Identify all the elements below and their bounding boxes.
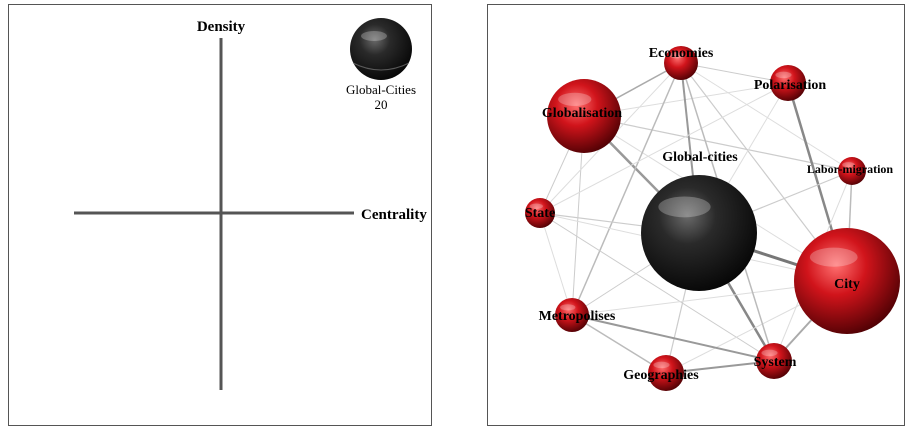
edge-economies-polarisation bbox=[680, 62, 789, 84]
node-label-labor-migration: Labor-migration bbox=[807, 162, 894, 176]
node-city[interactable]: City bbox=[794, 228, 900, 334]
node-sphere-global-cities bbox=[641, 175, 757, 291]
node-sphere-system bbox=[756, 343, 792, 379]
node-sphere-geographies bbox=[648, 355, 684, 391]
node-state[interactable]: State bbox=[525, 198, 555, 228]
node-economies[interactable]: Economies bbox=[649, 46, 714, 80]
cluster-value: 20 bbox=[375, 97, 388, 112]
node-label-global-cities: Global-cities bbox=[662, 150, 738, 165]
node-label-geographies: Geographies bbox=[623, 368, 699, 383]
cluster-sphere bbox=[350, 18, 412, 80]
network-diagram: EconomiesPolarisationGlobalisationLabor-… bbox=[525, 46, 900, 391]
node-globalisation[interactable]: Globalisation bbox=[542, 79, 622, 153]
node-sphere-polarisation bbox=[770, 65, 806, 101]
node-sphere-labor-migration bbox=[838, 157, 866, 185]
node-global-cities[interactable]: Global-cities bbox=[641, 150, 757, 291]
edge-economies-labor-migration bbox=[680, 62, 853, 172]
edge-polarisation-state bbox=[539, 82, 789, 214]
edge-economies-metropolises bbox=[571, 62, 682, 316]
edge-state-metropolises bbox=[539, 212, 573, 316]
node-label-city: City bbox=[834, 277, 860, 292]
node-sphere-metropolises bbox=[555, 298, 589, 332]
strategic-diagram: Density Centrality Global-Cities 20 bbox=[74, 18, 427, 390]
node-label-globalisation: Globalisation bbox=[542, 106, 622, 121]
global-cities-cluster[interactable]: Global-Cities 20 bbox=[346, 18, 416, 112]
node-sphere-city bbox=[794, 228, 900, 334]
node-geographies[interactable]: Geographies bbox=[623, 355, 699, 391]
edge-globalisation-labor-migration bbox=[583, 115, 853, 172]
node-polarisation[interactable]: Polarisation bbox=[754, 65, 827, 101]
cluster-name: Global-Cities bbox=[346, 82, 416, 97]
edge-metropolises-system bbox=[571, 314, 775, 362]
edge-geographies-system bbox=[665, 360, 775, 374]
node-labor-migration[interactable]: Labor-migration bbox=[807, 157, 894, 185]
node-metropolises[interactable]: Metropolises bbox=[539, 298, 616, 332]
node-label-metropolises: Metropolises bbox=[539, 309, 616, 324]
node-label-polarisation: Polarisation bbox=[754, 78, 827, 93]
node-label-state: State bbox=[525, 206, 555, 221]
node-sphere-economies bbox=[664, 46, 698, 80]
node-sphere-globalisation bbox=[547, 79, 621, 153]
node-system[interactable]: System bbox=[754, 343, 797, 379]
centrality-axis-label: Centrality bbox=[361, 207, 427, 223]
network-nodes: EconomiesPolarisationGlobalisationLabor-… bbox=[525, 46, 900, 391]
density-axis-label: Density bbox=[197, 19, 246, 35]
edge-metropolises-geographies bbox=[571, 314, 667, 374]
node-label-economies: Economies bbox=[649, 46, 714, 61]
strategic-diagram-panel: Density Centrality Global-Cities 20 bbox=[8, 4, 432, 426]
node-sphere-state bbox=[525, 198, 555, 228]
node-label-system: System bbox=[754, 355, 797, 370]
edge-state-system bbox=[539, 212, 775, 362]
